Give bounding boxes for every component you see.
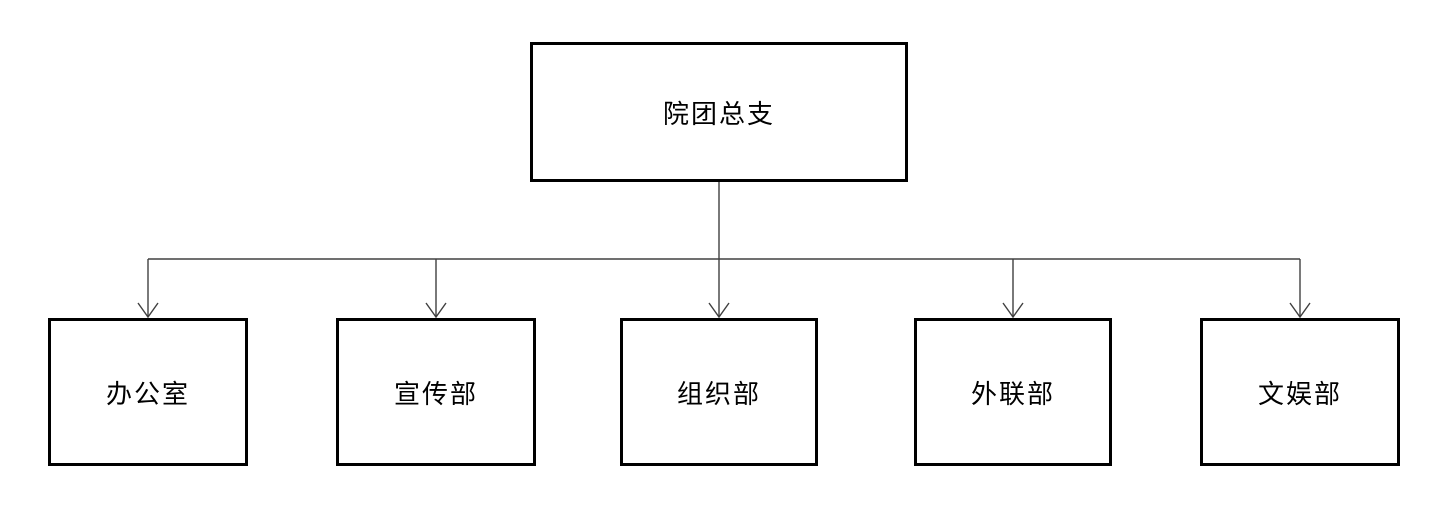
node-publicity-dept: 宣传部 (336, 318, 536, 466)
node-office: 办公室 (48, 318, 248, 466)
node-entertainment-dept: 文娱部 (1200, 318, 1400, 466)
node-label: 文娱部 (1257, 379, 1342, 409)
arrowhead-icon (1002, 302, 1024, 319)
node-label: 组织部 (676, 379, 761, 409)
arrowhead-icon (425, 302, 447, 319)
node-organization-dept: 组织部 (620, 318, 818, 466)
arrowhead-icon (1289, 302, 1311, 319)
node-label: 办公室 (105, 379, 190, 409)
arrowhead-icon (137, 302, 159, 319)
arrowhead-icon (708, 302, 730, 319)
node-label: 外联部 (970, 379, 1055, 409)
node-label: 院团总支 (662, 99, 775, 129)
connector-group (137, 182, 1311, 319)
node-league-general-branch: 院团总支 (530, 42, 908, 182)
node-label: 宣传部 (393, 379, 478, 409)
node-external-relations-dept: 外联部 (914, 318, 1112, 466)
